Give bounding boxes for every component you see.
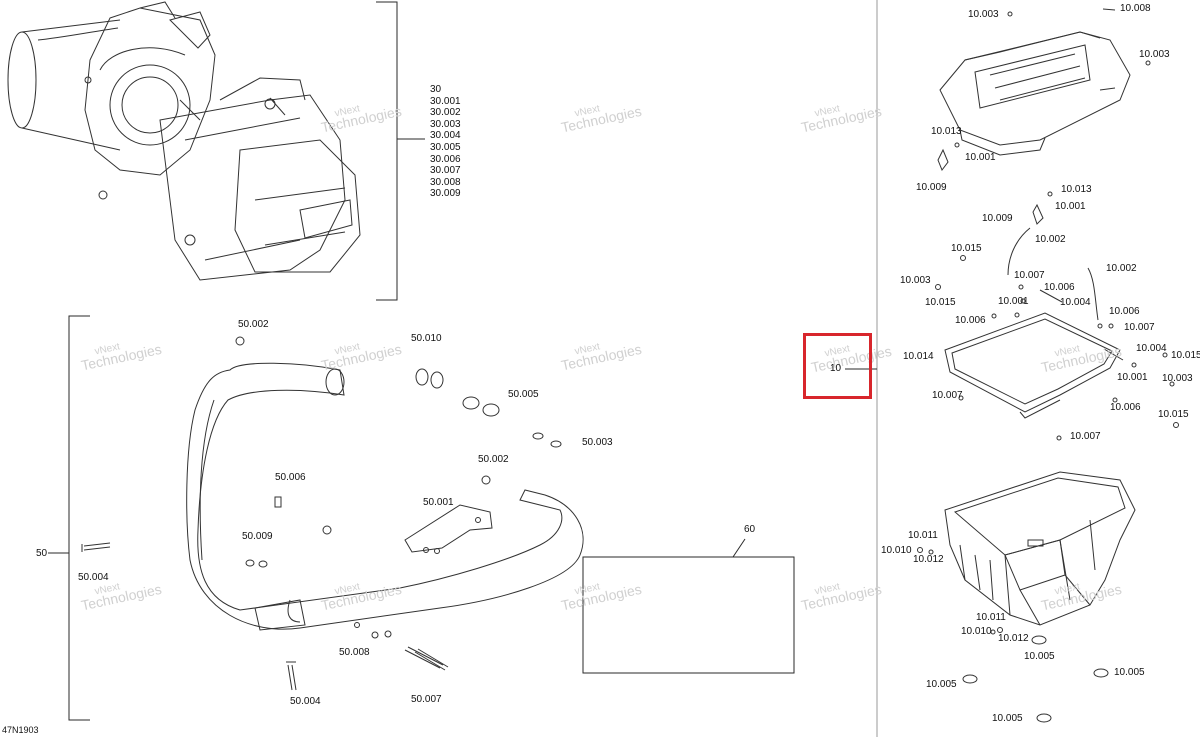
part-callout[interactable]: 10.012 [913,554,944,565]
part-callout[interactable]: 10.003 [1139,49,1170,60]
part-callout[interactable]: 10.001 [1055,201,1086,212]
part-callout[interactable]: 10.014 [903,351,934,362]
part-callout[interactable]: 10.002 [1035,234,1066,245]
part-callout[interactable]: 10.013 [931,126,962,137]
part-callout[interactable]: 50.004 [78,572,109,583]
part-callout[interactable]: 10.004 [1136,343,1167,354]
bracket-30 [376,1,398,301]
assembly-30-item[interactable]: 30.003 [430,118,461,130]
part-callout[interactable]: 10.008 [1120,3,1151,14]
part-callout[interactable]: 10.006 [1109,306,1140,317]
part-callout[interactable]: 10.003 [1162,373,1193,384]
assembly-30-list: 30 30.001 30.002 30.003 30.004 30.005 30… [430,84,461,200]
part-callout[interactable]: 10.015 [925,297,956,308]
part-callout[interactable]: 10.002 [1106,263,1137,274]
part-callout[interactable]: 10.011 [908,530,938,541]
part-callout[interactable]: 10.013 [1061,184,1092,195]
assembly-50-label[interactable]: 50 [36,548,48,559]
part-callout[interactable]: 50.003 [582,437,613,448]
part-callout[interactable]: 10.009 [916,182,947,193]
part-callout[interactable]: 10.005 [1114,667,1145,678]
assembly-30-item[interactable]: 30.006 [430,153,461,165]
part-callout[interactable]: 50.006 [275,472,306,483]
assembly-10-label[interactable]: 10 [830,363,842,374]
part-callout[interactable]: 50.001 [423,497,454,508]
bracket-50 [68,315,90,721]
part-callout[interactable]: 10.005 [926,679,957,690]
part-callout[interactable]: 10.007 [1070,431,1101,442]
part-callout[interactable]: 50.002 [478,454,509,465]
assembly-30-item[interactable]: 30.002 [430,107,461,119]
part-callout[interactable]: 10.006 [1044,282,1075,293]
assembly-30-item[interactable]: 30.004 [430,130,461,142]
selected-assembly-highlight[interactable] [803,333,872,399]
assembly-60-label[interactable]: 60 [744,524,756,535]
part-callout[interactable]: 50.008 [339,647,370,658]
part-callout[interactable]: 10.001 [1117,372,1148,383]
part-callout[interactable]: 50.009 [242,531,273,542]
part-callout[interactable]: 10.011 [976,612,1006,623]
assembly-30-item[interactable]: 30.009 [430,188,461,200]
assembly-30-item[interactable]: 30.007 [430,165,461,177]
bumper-drawing [81,336,584,691]
part-callout[interactable]: 10.006 [955,315,986,326]
assembly-30-item[interactable]: 30.001 [430,95,461,107]
part-callout[interactable]: 10.007 [1014,270,1045,281]
part-callout[interactable]: 10.003 [900,275,931,286]
part-callout[interactable]: 10.009 [982,213,1013,224]
storage-box-drawing [917,8,1179,723]
part-callout[interactable]: 10.007 [932,390,963,401]
part-callout[interactable]: 10.007 [1124,322,1155,333]
part-callout[interactable]: 50.004 [290,696,321,707]
part-callout[interactable]: 10.010 [881,545,912,556]
assembly-30-item[interactable]: 30.008 [430,176,461,188]
box-60 [582,556,795,674]
part-callout[interactable]: 10.004 [1060,297,1091,308]
part-callout[interactable]: 10.015 [951,243,982,254]
part-callout[interactable]: 10.003 [968,9,999,20]
winch-drawing [7,1,361,281]
part-callout[interactable]: 10.015 [1171,350,1200,361]
part-callout[interactable]: 10.005 [992,713,1023,724]
part-callout[interactable]: 10.005 [1024,651,1055,662]
part-callout[interactable]: 10.012 [998,633,1029,644]
part-callout[interactable]: 50.010 [411,333,442,344]
part-callout[interactable]: 50.005 [508,389,539,400]
part-callout[interactable]: 10.006 [1110,402,1141,413]
part-callout[interactable]: 10.015 [1158,409,1189,420]
part-callout[interactable]: 10.010 [961,626,992,637]
diagram-code: 47N1903 [2,725,39,735]
assembly-30-item[interactable]: 30 [430,84,442,95]
part-callout[interactable]: 10.001 [965,152,996,163]
part-callout[interactable]: 10.001 [998,296,1029,307]
assembly-30-item[interactable]: 30.005 [430,141,461,153]
part-callout[interactable]: 50.007 [411,694,442,705]
part-callout[interactable]: 50.002 [238,319,269,330]
